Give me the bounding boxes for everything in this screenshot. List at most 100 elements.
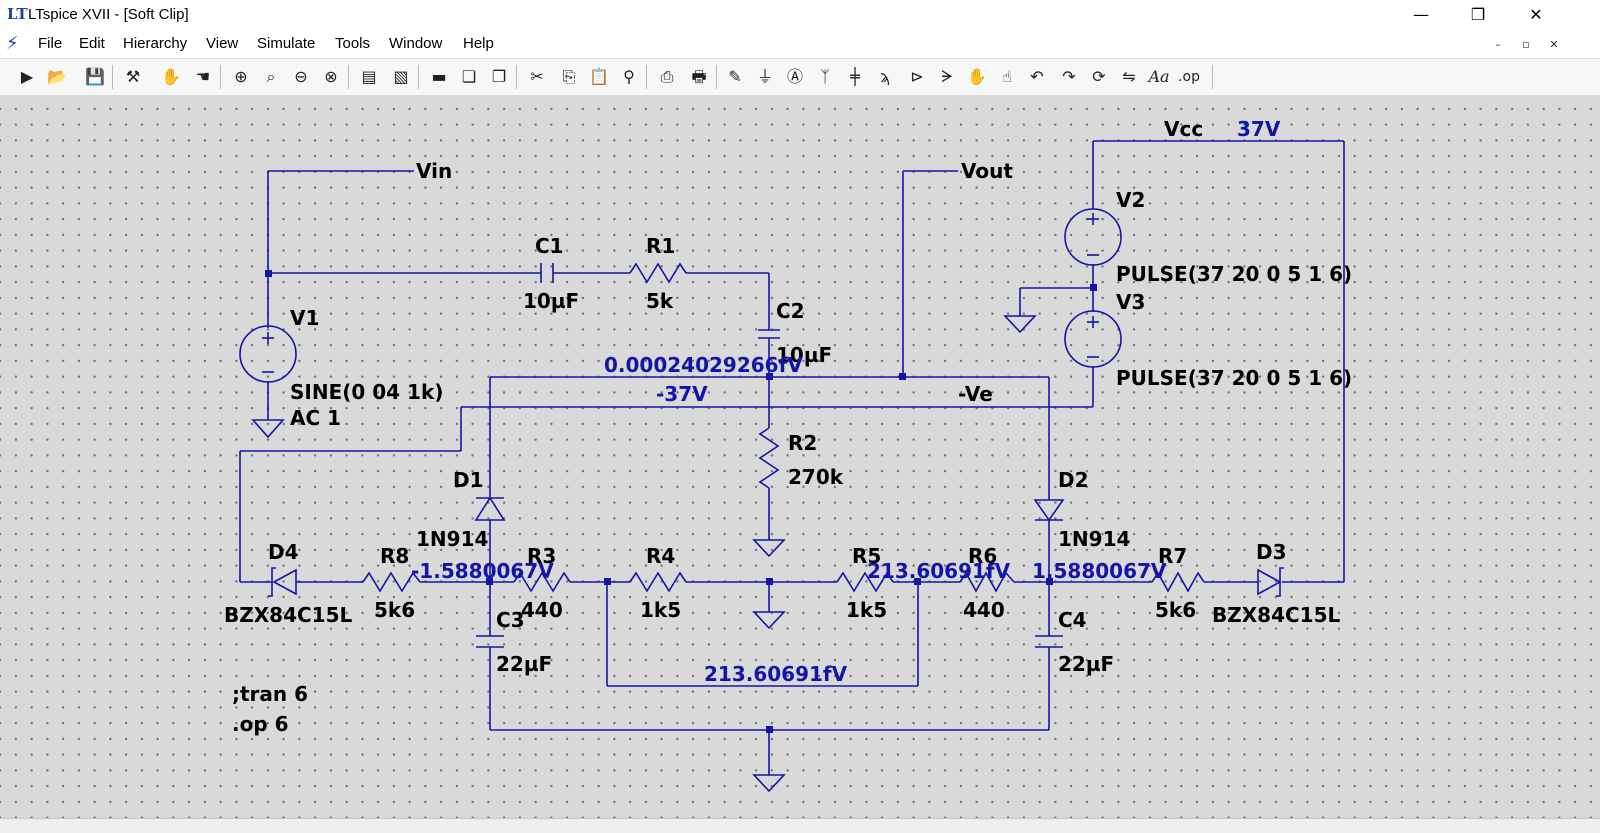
zoom-cancel-icon[interactable]: ⊗ bbox=[324, 67, 338, 86]
rotate-icon[interactable]: ⟳ bbox=[1092, 67, 1106, 86]
d4-value[interactable]: BZX84C15L bbox=[224, 603, 353, 627]
d1-value[interactable]: 1N914 bbox=[416, 527, 488, 551]
c4-value[interactable]: 22µF bbox=[1058, 652, 1114, 676]
r1-value[interactable]: 5k bbox=[646, 289, 674, 313]
copy-icon[interactable]: ⎘ bbox=[562, 67, 576, 86]
net-label-vout[interactable]: Vout bbox=[961, 159, 1013, 183]
net-label-vin[interactable]: Vin bbox=[416, 159, 452, 183]
net-label-neg-ve[interactable]: -Ve bbox=[958, 382, 993, 406]
print-setup-icon[interactable]: 🖶 bbox=[691, 67, 707, 86]
menu-help[interactable]: Help bbox=[463, 35, 494, 52]
menu-file[interactable]: File bbox=[38, 35, 63, 52]
r5-name[interactable]: R5 bbox=[852, 544, 881, 568]
spice-directive-icon[interactable]: .op bbox=[1178, 69, 1200, 85]
net-label-vcc[interactable]: Vcc bbox=[1164, 117, 1203, 141]
c3-value[interactable]: 22µF bbox=[496, 652, 552, 676]
op-value-left-node[interactable]: -1.5880067V bbox=[411, 559, 554, 583]
d3-value[interactable]: BZX84C15L bbox=[1212, 603, 1341, 627]
pan-icon[interactable]: ☚ bbox=[195, 67, 211, 86]
op-value-vcc[interactable]: 37V bbox=[1237, 117, 1281, 141]
text-icon[interactable]: Aa bbox=[1148, 67, 1170, 86]
paste-icon[interactable]: 📋 bbox=[589, 67, 609, 86]
v3-name[interactable]: V3 bbox=[1116, 290, 1145, 314]
d2-value[interactable]: 1N914 bbox=[1058, 527, 1130, 551]
op-directive[interactable]: .op 6 bbox=[232, 712, 289, 736]
maximize-window-button[interactable]: ❐ bbox=[1470, 5, 1486, 24]
d2-name[interactable]: D2 bbox=[1058, 468, 1089, 492]
zoom-in-icon[interactable]: ⊕ bbox=[234, 67, 248, 86]
r6-name[interactable]: R6 bbox=[968, 544, 997, 568]
ground-icon[interactable]: ⏚ bbox=[756, 67, 773, 86]
v2-value[interactable]: PULSE(37 20 0 5 1 6) bbox=[1116, 262, 1352, 286]
op-value-neg37[interactable]: -37V bbox=[656, 382, 708, 406]
menu-edit[interactable]: Edit bbox=[79, 35, 105, 52]
c2-name[interactable]: C2 bbox=[776, 299, 805, 323]
find-icon[interactable]: ⚲ bbox=[623, 67, 635, 86]
cascade-icon[interactable]: ❏ bbox=[461, 67, 477, 86]
capacitor-icon[interactable]: ╪ bbox=[850, 67, 860, 86]
move-icon[interactable]: ✋ bbox=[967, 67, 987, 86]
r5-value[interactable]: 1k5 bbox=[846, 598, 887, 622]
r3-name[interactable]: R3 bbox=[527, 544, 556, 568]
menu-hierarchy[interactable]: Hierarchy bbox=[123, 35, 188, 52]
op-value-bottom-node[interactable]: 213.60691fV bbox=[704, 662, 848, 686]
v1-ac-value[interactable]: AC 1 bbox=[290, 406, 341, 430]
print-icon[interactable]: ⎙ bbox=[660, 67, 674, 86]
r3-value[interactable]: 440 bbox=[521, 598, 563, 622]
plot-settings-icon[interactable]: ▤ bbox=[361, 67, 377, 86]
menu-view[interactable]: View bbox=[206, 35, 239, 52]
r1-name[interactable]: R1 bbox=[646, 234, 675, 258]
label-net-icon[interactable]: Ⓐ bbox=[786, 67, 803, 86]
r8-name[interactable]: R8 bbox=[380, 544, 409, 568]
resistor-icon[interactable]: ᛉ bbox=[820, 67, 830, 86]
v1-value[interactable]: SINE(0 04 1k) bbox=[290, 380, 443, 404]
tile-horizontal-icon[interactable]: ▬ bbox=[431, 67, 447, 86]
v1-name[interactable]: V1 bbox=[290, 306, 319, 330]
r4-name[interactable]: R4 bbox=[646, 544, 675, 568]
menu-window[interactable]: Window bbox=[389, 35, 443, 52]
v3-value[interactable]: PULSE(37 20 0 5 1 6) bbox=[1116, 366, 1352, 390]
zoom-fit-icon[interactable]: ⌕ bbox=[266, 67, 276, 86]
mirror-icon[interactable]: ⇋ bbox=[1122, 67, 1136, 86]
schematic-canvas[interactable]: Vin Vout Vcc -Ve V1 SINE(0 04 1k) AC 1 V… bbox=[0, 95, 1600, 818]
run-icon[interactable]: ▶ bbox=[20, 67, 34, 86]
halt-icon[interactable]: ✋ bbox=[161, 67, 181, 86]
r7-value[interactable]: 5k6 bbox=[1155, 598, 1196, 622]
tran-directive[interactable]: ;tran 6 bbox=[232, 682, 308, 706]
arrange-icon[interactable]: ❐ bbox=[491, 67, 507, 86]
c2-value[interactable]: 10µF bbox=[776, 343, 832, 367]
op-value-out-node[interactable]: 0.00024029266fV bbox=[604, 353, 803, 377]
undo-icon[interactable]: ↶ bbox=[1030, 67, 1044, 86]
d3-name[interactable]: D3 bbox=[1256, 540, 1287, 564]
r8-value[interactable]: 5k6 bbox=[374, 598, 415, 622]
mdi-restore-button[interactable]: ▫ bbox=[1522, 38, 1530, 51]
open-icon[interactable]: 📂 bbox=[47, 67, 67, 86]
autorange-icon[interactable]: ▧ bbox=[393, 67, 409, 86]
cut-icon[interactable]: ✂ bbox=[530, 67, 544, 86]
r7-name[interactable]: R7 bbox=[1158, 544, 1187, 568]
close-window-button[interactable]: ✕ bbox=[1529, 5, 1543, 24]
r4-value[interactable]: 1k5 bbox=[640, 598, 681, 622]
drag-icon[interactable]: ☝ bbox=[1002, 67, 1012, 86]
menu-tools[interactable]: Tools bbox=[335, 35, 371, 52]
control-panel-icon[interactable]: ⚒ bbox=[125, 67, 141, 86]
inductor-icon[interactable]: ϡ bbox=[879, 67, 891, 86]
zoom-out-icon[interactable]: ⊖ bbox=[294, 67, 308, 86]
r2-name[interactable]: R2 bbox=[788, 431, 817, 455]
c4-name[interactable]: C4 bbox=[1058, 608, 1087, 632]
draw-wire-icon[interactable]: ✎ bbox=[728, 67, 742, 86]
c3-name[interactable]: C3 bbox=[496, 608, 525, 632]
component-icon[interactable]: ᗒ bbox=[941, 67, 953, 86]
c1-name[interactable]: C1 bbox=[535, 234, 564, 258]
op-value-right-node[interactable]: 1.5880067V bbox=[1032, 559, 1167, 583]
c1-value[interactable]: 10µF bbox=[523, 289, 579, 313]
d4-name[interactable]: D4 bbox=[268, 540, 299, 564]
minimize-window-button[interactable]: — bbox=[1413, 5, 1429, 24]
r6-value[interactable]: 440 bbox=[963, 598, 1005, 622]
mdi-minimize-button[interactable]: – bbox=[1495, 38, 1501, 51]
menu-simulate[interactable]: Simulate bbox=[257, 35, 316, 52]
v2-name[interactable]: V2 bbox=[1116, 188, 1145, 212]
save-icon[interactable]: 💾 bbox=[85, 67, 105, 86]
redo-icon[interactable]: ↷ bbox=[1062, 67, 1076, 86]
mdi-close-button[interactable]: ✕ bbox=[1549, 38, 1559, 51]
